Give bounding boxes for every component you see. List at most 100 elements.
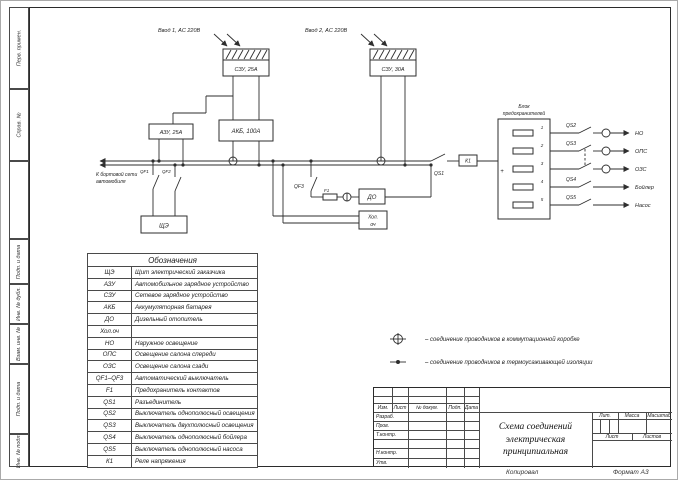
board-net-label-2: автомобиля xyxy=(96,179,126,185)
legend-row: QS4 Выключатель однополюсный бойлера xyxy=(87,431,258,444)
input2-label: Ввод 2, AC 220В xyxy=(305,28,348,34)
hol-box xyxy=(358,210,388,230)
qs4-label: QS4 xyxy=(566,177,576,183)
legend-desc: Щит электрический заказчика xyxy=(131,266,258,279)
legend-row: F1 Предохранитель контактов xyxy=(87,383,258,397)
shche-label: ЩЭ xyxy=(159,224,169,230)
legend-code: АЗУ xyxy=(87,277,132,291)
legend-row: QS3 Выключатель двухполюсный освещения xyxy=(87,419,258,433)
qf2-label: QF2 xyxy=(162,169,171,174)
szu1-box xyxy=(222,59,270,77)
role-tkontr: Т.контр. xyxy=(376,431,397,438)
fuse-1 xyxy=(512,129,534,137)
col-dokum: № докум. xyxy=(415,404,439,411)
board-net-label-1: К бортовой сети xyxy=(96,171,137,178)
legend-code: QS3 xyxy=(87,419,132,433)
legend-code: QS5 xyxy=(87,442,132,456)
col-list: Лист xyxy=(393,404,407,411)
title-block: Изм. Лист № докум. Подп. Дата Разраб. Пр… xyxy=(373,387,672,468)
szu2-box xyxy=(369,59,417,77)
load-label: Насос xyxy=(635,203,651,209)
legend-desc: Выключатель однополюсный бойлера xyxy=(131,431,258,444)
legend-code: ОПС xyxy=(87,348,132,362)
legend-row: Хол.оч xyxy=(87,324,258,338)
junction-box-icon xyxy=(228,156,238,166)
legend-row: НО Наружное освещение xyxy=(87,336,258,350)
col-podp: Подп. xyxy=(448,404,462,411)
side-cell: Взам. инв. № xyxy=(9,324,29,364)
hol-label-1: Хол. xyxy=(367,215,378,221)
legend-code: QS2 xyxy=(87,407,132,421)
fuse-4 xyxy=(512,183,534,191)
f1-fuse xyxy=(322,193,338,201)
plus-label: + xyxy=(500,169,504,175)
legend-row: К1 Реле напряжения xyxy=(87,454,258,468)
junctions xyxy=(151,156,433,202)
legend-desc: Выключатель однополюсный освещения xyxy=(131,407,258,421)
load-label: ОПС xyxy=(635,149,647,155)
legend-code: ДО xyxy=(87,313,132,326)
legend-code: QF1–QF3 xyxy=(87,372,132,385)
role-nkontr: Н.контр. xyxy=(376,450,398,456)
symbol-notes: – соединение проводников в коммутационно… xyxy=(390,333,593,366)
lamp-icon xyxy=(601,146,611,156)
k1-label: К1 xyxy=(465,159,471,165)
lit-label: Лит. xyxy=(599,412,611,419)
fuse-3 xyxy=(512,165,534,173)
scale-label: Масштаб xyxy=(647,412,671,419)
connector2-hatch xyxy=(372,49,415,60)
side-cell: Инв. № подл. xyxy=(9,433,29,468)
do-label: ДО xyxy=(367,195,377,201)
qs1-label: QS1 xyxy=(434,171,444,177)
legend-body: ЩЭ Щит электрический заказчика АЗУ Автом… xyxy=(87,266,258,468)
legend-code: К1 xyxy=(87,454,132,468)
legend-row: ЩЭ Щит электрический заказчика xyxy=(87,266,258,279)
legend-row: QS2 Выключатель однополюсный освещения xyxy=(87,407,258,421)
fuse-block-label-1: Блок xyxy=(518,104,530,110)
azu-box xyxy=(148,123,194,140)
legend-desc: Реле напряжения xyxy=(131,454,258,468)
note-heat-shrink: – соединение проводников в термоусаживаю… xyxy=(424,359,593,366)
side-cell: Подп. и дата xyxy=(9,364,29,434)
solder-joint-icon xyxy=(396,360,400,364)
document-title: Схема соединений электрическая принципиа… xyxy=(498,422,573,458)
legend-desc: Автомобильное зарядное устройство xyxy=(131,277,258,291)
role-razrab: Разраб. xyxy=(376,413,395,420)
fuse-5 xyxy=(512,201,534,209)
lamp-icon xyxy=(601,164,611,174)
legend-desc: Наружное освещение xyxy=(131,336,258,350)
input1-label: Ввод 1, AC 220В xyxy=(158,28,201,34)
qf3-label: QF3 xyxy=(294,184,304,190)
junction-box-icon xyxy=(376,156,386,166)
legend-code: НО xyxy=(87,336,132,350)
sheet-label: Лист xyxy=(605,433,619,440)
legend-code: ЩЭ xyxy=(87,266,132,279)
legend-title: Обозначения xyxy=(87,253,258,267)
legend-desc: Освещение салона сзади xyxy=(131,360,258,374)
col-izm: Изм. xyxy=(377,404,389,411)
note-junction-box: – соединение проводников в коммутационно… xyxy=(424,336,580,343)
fuse-2 xyxy=(512,147,534,155)
qs5-label: QS5 xyxy=(566,195,576,201)
junction-box-icon xyxy=(393,334,403,344)
legend-row: QS5 Выключатель однополюсный насоса xyxy=(87,442,258,456)
fuse-number: 1 xyxy=(541,125,544,130)
format-label: Формат А3 xyxy=(613,469,649,476)
role-utv: Утв. xyxy=(376,460,388,466)
legend-row: АЗУ Автомобильное зарядное устройство xyxy=(87,277,258,291)
legend-desc: Дизельный отопитель xyxy=(131,313,258,326)
components xyxy=(140,48,611,234)
legend-row: QS1 Разъединитель xyxy=(87,395,258,409)
legend-desc: Предохранитель контактов xyxy=(131,383,258,397)
fuse-number: 2 xyxy=(540,143,544,148)
legend-table: Обозначения ЩЭ Щит электрический заказчи… xyxy=(87,253,258,468)
legend-row: АКБ Аккумуляторная батарея xyxy=(87,301,258,315)
sheets-label: Листов xyxy=(642,433,662,440)
legend-code: Хол.оч xyxy=(87,324,132,338)
load-label: Бойлер xyxy=(635,184,654,191)
col-data: Дата xyxy=(464,404,479,411)
f1-label: F1 xyxy=(324,188,330,193)
legend-row: QF1–QF3 Автоматический выключатель xyxy=(87,372,258,385)
